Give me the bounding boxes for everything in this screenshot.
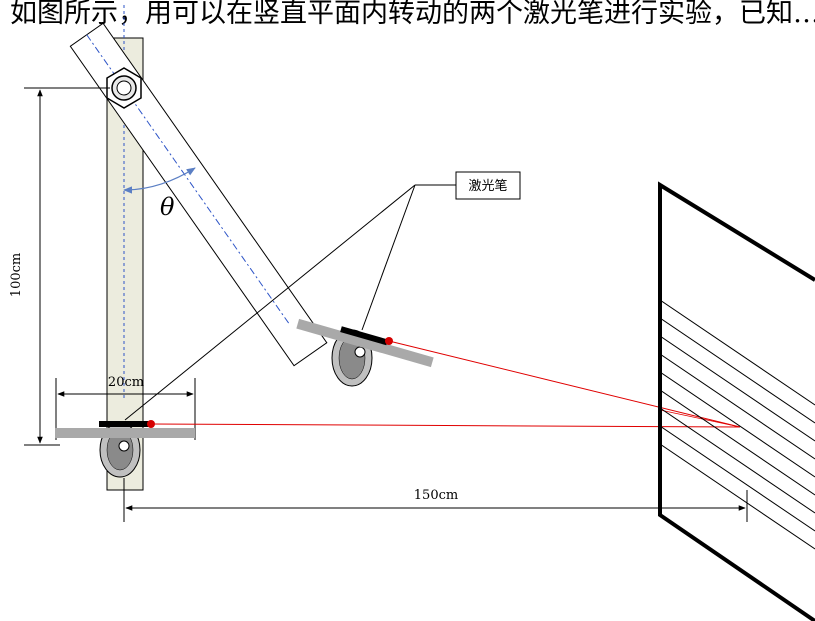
screen-entry-beam	[659, 409, 741, 428]
arm-center-line	[86, 34, 291, 326]
upper-laser-assembly	[296, 318, 434, 387]
upper-laser-pen	[340, 326, 388, 346]
hex-nut-icon	[106, 67, 142, 109]
height-dimension: 100cm	[9, 87, 110, 446]
bottom-laser-beam	[150, 423, 741, 428]
height-label: 100cm	[9, 253, 24, 297]
bottom-laser-assembly	[55, 420, 195, 478]
angle-label: θ	[160, 193, 175, 221]
rotating-arm	[69, 22, 328, 367]
screen-frame	[658, 181, 815, 621]
screen-stripes	[660, 299, 815, 550]
width-label: 20cm	[108, 375, 144, 390]
bottom-laser-pen	[99, 421, 149, 427]
screen	[658, 181, 815, 621]
upper-laser-beam	[388, 340, 741, 428]
laser-pen-label: 激光笔	[468, 178, 507, 194]
laser-pen-callout: 激光笔	[124, 171, 521, 421]
distance-dimension: 150cm	[123, 478, 748, 522]
bottom-laser-mount	[55, 428, 195, 438]
distance-label: 150cm	[414, 488, 458, 503]
angle-arc	[123, 167, 196, 194]
problem-heading: 如图所示，用可以在竖直平面内转动的两个激光笔进行实验，已知…	[10, 0, 815, 29]
upper-laser-mount	[296, 318, 434, 368]
